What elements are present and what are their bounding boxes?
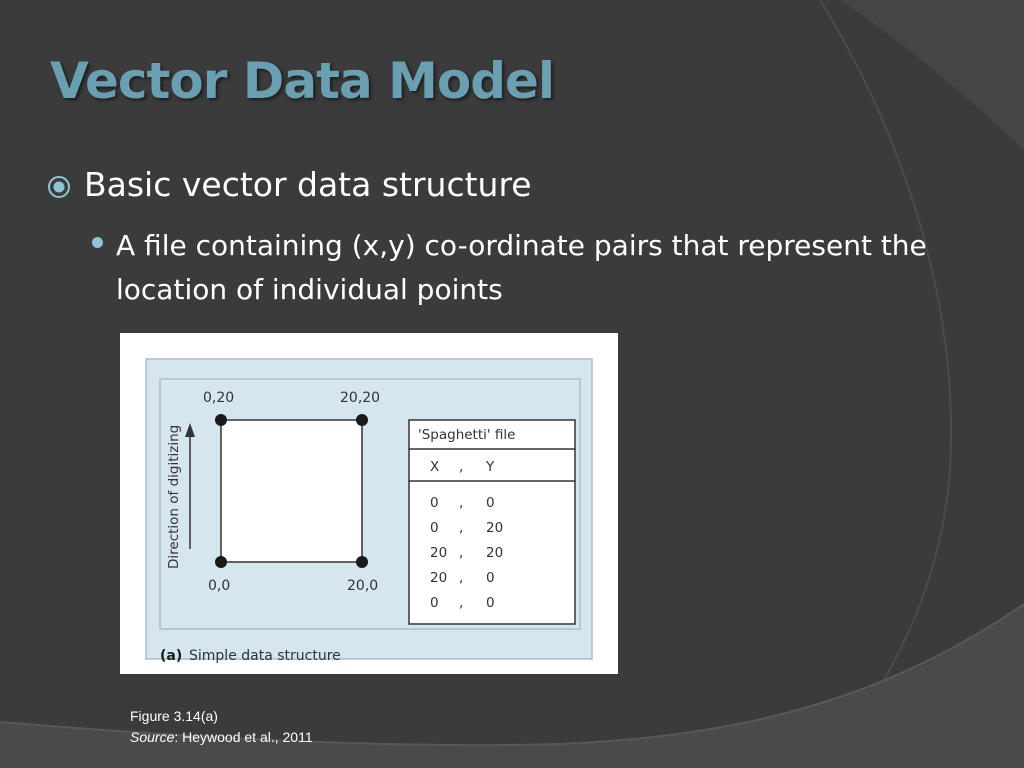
vertex-point (215, 556, 227, 568)
vertex-point (356, 556, 368, 568)
bullet-level1: Basic vector data structure (46, 164, 532, 206)
bullet-level2-text: A file containing (x,y) co-ordinate pair… (116, 229, 927, 306)
table-cell-x: 20 (430, 570, 447, 586)
label-top-right: 20,20 (340, 390, 380, 406)
vertex-point (215, 414, 227, 426)
table-cell-sep: , (459, 545, 463, 561)
table-cell-sep: , (459, 495, 463, 511)
table-cell-x: 0 (430, 595, 439, 611)
table-header-y: Y (485, 459, 495, 475)
table-cell-y: 0 (486, 570, 495, 586)
polygon-square (220, 419, 363, 563)
table-cell-y: 0 (486, 595, 495, 611)
table-cell-x: 0 (430, 495, 439, 511)
spaghetti-table (408, 419, 576, 625)
arrow-up-icon (185, 423, 195, 437)
table-row: 20 , 0 (430, 570, 495, 586)
dot-bullet-icon (92, 237, 103, 248)
table-title: 'Spaghetti' file (418, 427, 515, 443)
bullet-level1-text: Basic vector data structure (84, 165, 532, 204)
figure-caption: Figure 3.14(a) Source: Heywood et al., 2… (130, 706, 313, 748)
direction-label: Direction of digitizing (166, 425, 182, 569)
figure-reference: Figure 3.14(a) (130, 708, 218, 724)
label-top-left: 0,20 (203, 390, 234, 406)
panel-letter: (a) (160, 648, 182, 664)
figure-image: 0,20 20,20 0,0 20,0 Direction of digitiz… (120, 333, 618, 674)
label-bottom-left: 0,0 (208, 578, 230, 594)
table-cell-y: 0 (486, 495, 495, 511)
source-text: : Heywood et al., 2011 (174, 729, 313, 745)
table-cell-sep: , (459, 520, 463, 536)
source-label: Source (130, 729, 175, 745)
panel-caption: Simple data structure (189, 648, 341, 664)
figure-inner-frame (159, 378, 581, 630)
table-header-x: X (430, 459, 439, 475)
table-row: 0 , 0 (430, 495, 495, 511)
slide-title: Vector Data Model (50, 52, 555, 110)
circle-bullet-icon (48, 176, 70, 198)
figure-diagram: 0,20 20,20 0,0 20,0 Direction of digitiz… (120, 333, 618, 674)
table-cell-y: 20 (486, 520, 503, 536)
table-cell-sep: , (459, 570, 463, 586)
source-line: Source: Heywood et al., 2011 (130, 727, 313, 748)
table-cell-x: 20 (430, 545, 447, 561)
table-cell-y: 20 (486, 545, 503, 561)
label-bottom-right: 20,0 (347, 578, 378, 594)
table-header-sep: , (459, 459, 463, 475)
table-cell-x: 0 (430, 520, 439, 536)
table-row: 0 , 0 (430, 595, 495, 611)
vertex-point (356, 414, 368, 426)
bullet-level2: A file containing (x,y) co-ordinate pair… (92, 224, 952, 312)
table-row: 20 , 20 (430, 545, 503, 561)
table-row: 0 , 20 (430, 520, 503, 536)
table-cell-sep: , (459, 595, 463, 611)
